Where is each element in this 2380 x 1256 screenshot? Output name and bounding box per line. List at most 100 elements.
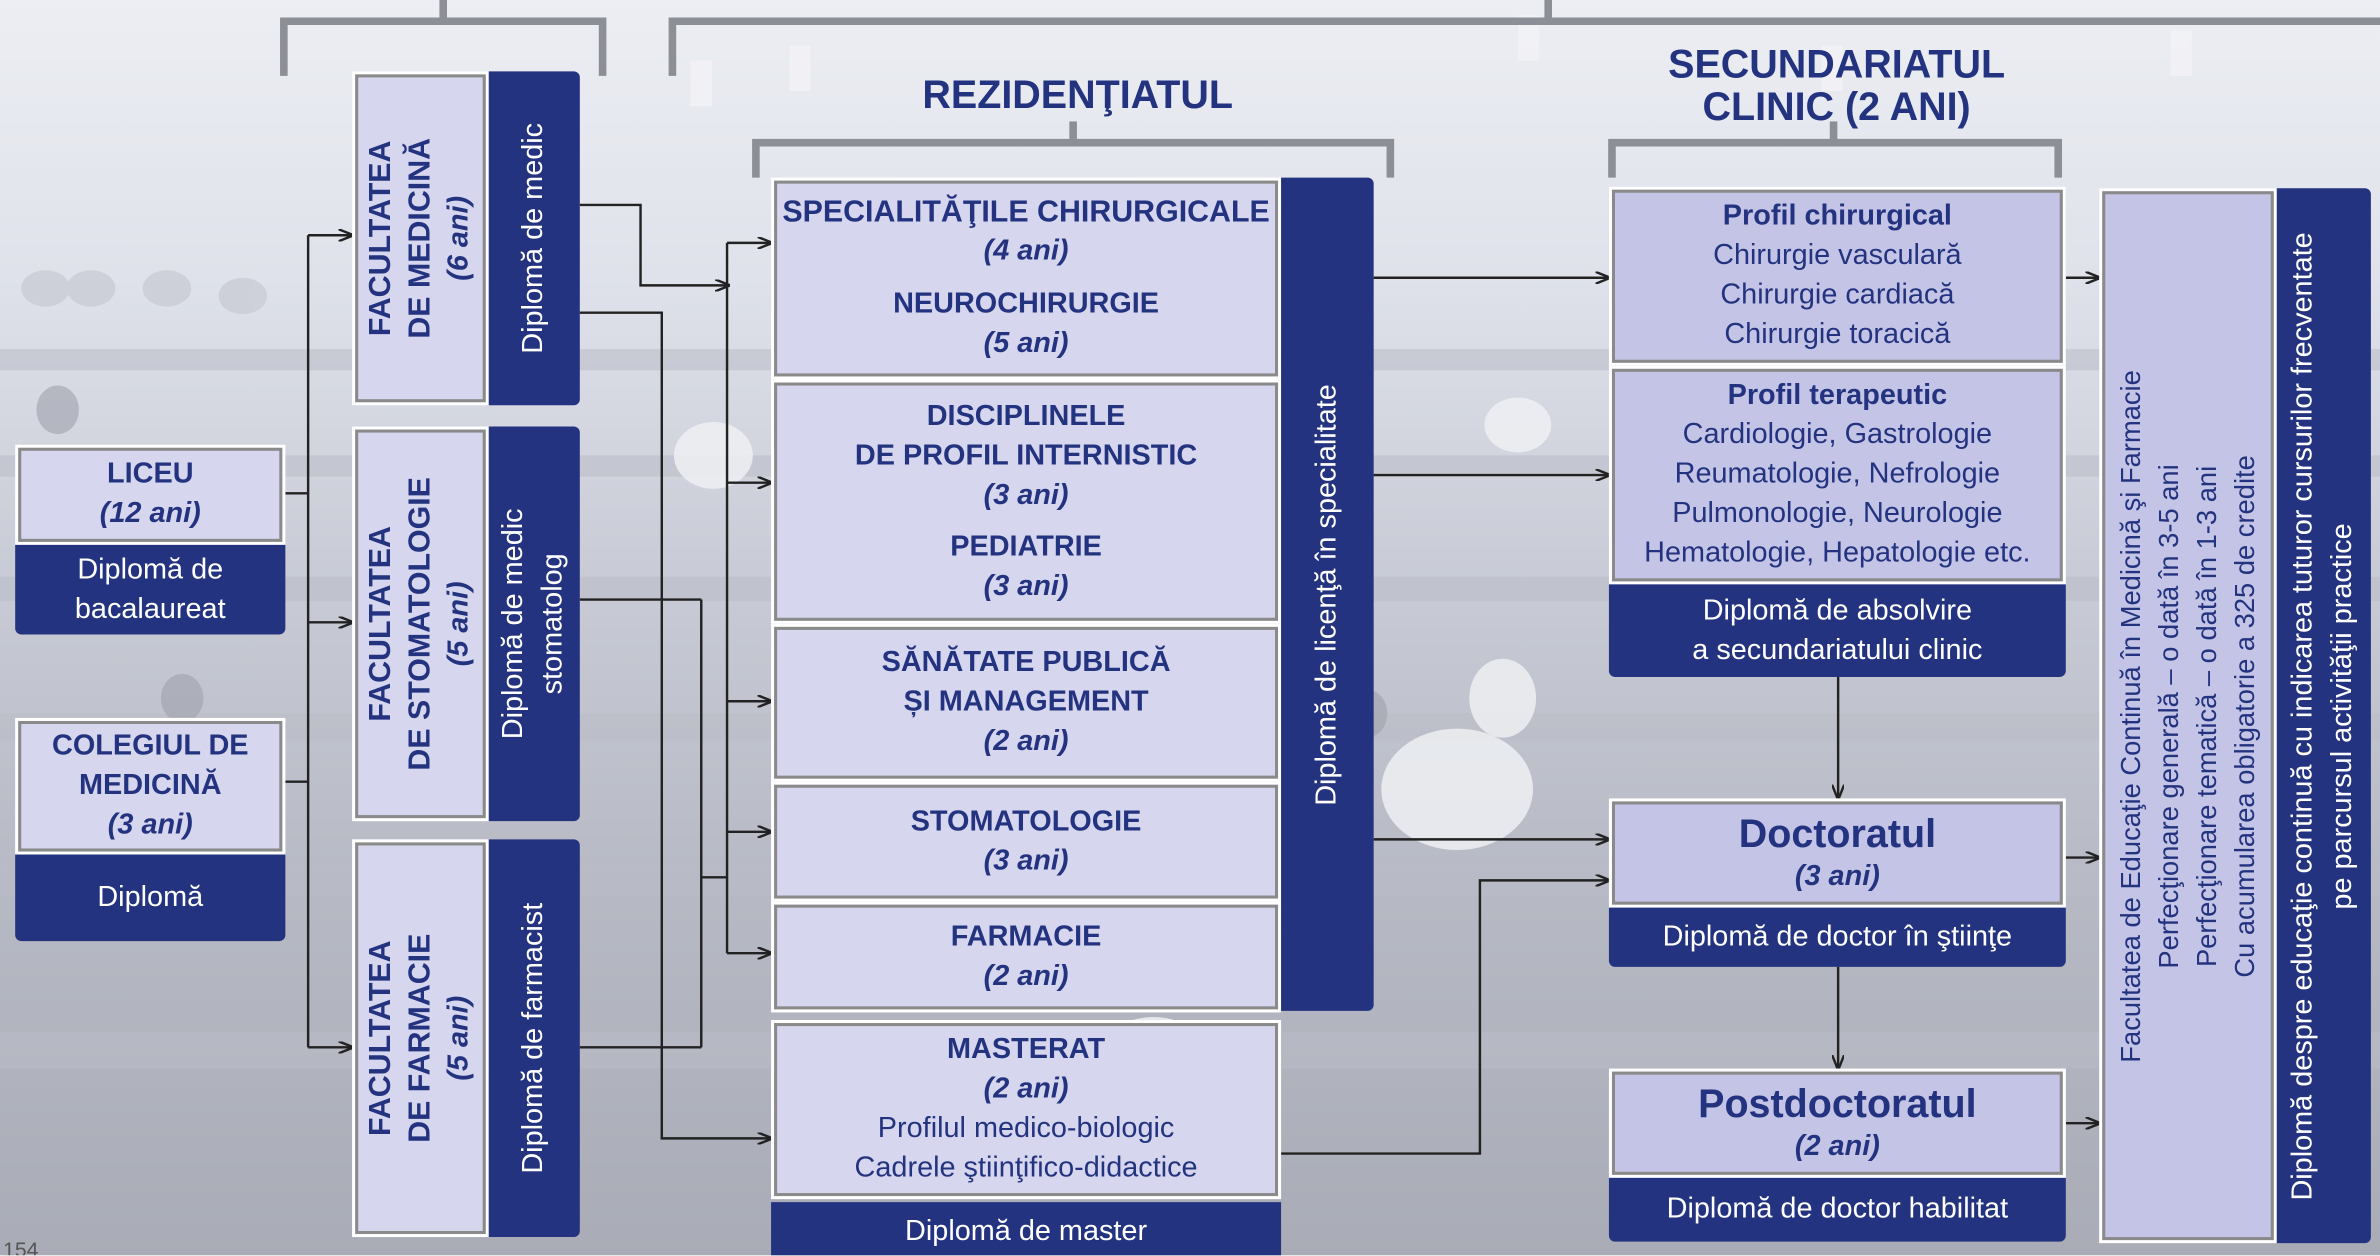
diploma-licenta-bar: Diplomă de licenţă în specialitate: [1281, 177, 1374, 1011]
colegiu-diploma: Diplomă: [15, 854, 286, 942]
diploma-doctor-label: Diplomă de doctor în ştiinţe: [1662, 920, 2013, 953]
diploma-habilitat: Diplomă de doctor habilitat: [1608, 1177, 2066, 1242]
facultatea-stomatologie-label: FACULTATEA DE STOMATOLOGIE (5 ani): [361, 477, 479, 770]
liceu-diploma-line1: Diplomă de: [77, 553, 224, 586]
facultatea-medicina-duration: (6 ani): [443, 195, 476, 281]
diploma-master-label: Diplomă de master: [905, 1215, 1148, 1248]
rezidentiat-internistic: DISCIPLINELE DE PROFIL INTERNISTIC (3 an…: [771, 379, 1282, 624]
colegiu-box: COLEGIUL DE MEDICINĂ (3 ani): [15, 717, 286, 855]
liceu-title: LICEU: [107, 458, 194, 491]
farmacie-title: FARMACIE: [950, 920, 1102, 953]
internistic-title-line1: DISCIPLINELE: [926, 399, 1126, 432]
rezidentiat-sanatate: SĂNĂTATE PUBLICĂ ȘI MANAGEMENT (2 ani): [771, 623, 1282, 782]
doctorat-title: Doctoratul: [1738, 810, 1937, 857]
stomatologie-duration: (3 ani): [983, 844, 1069, 877]
liceu-box: LICEU (12 ani): [15, 444, 286, 545]
diploma-doctor: Diplomă de doctor în ştiinţe: [1608, 907, 2066, 967]
profil-chirurgical-box: Profil chirurgical Chirurgie vasculară C…: [1608, 186, 2066, 366]
header-secundariat: SECUNDARIATUL CLINIC (2 ANI): [1609, 43, 2064, 128]
rezidentiat-stomatologie: STOMATOLOGIE (3 ani): [771, 781, 1282, 902]
sanatate-title-line2: ȘI MANAGEMENT: [903, 686, 1149, 718]
facultatea-medicina-line2: DE MEDICINĂ: [403, 137, 438, 339]
educatie-continua-box: Facultatea de Educaţie Continuă în Medic…: [2099, 188, 2277, 1244]
farmacie-duration: (2 ani): [983, 960, 1069, 992]
terapeutic-item: Pulmonologie, Neurologie: [1672, 497, 2003, 530]
pediatrie-title: PEDIATRIE: [950, 530, 1102, 563]
facultatea-farmacie-line1: FACULTATEA: [364, 940, 398, 1137]
facultatea-stomatologie-line1: FACULTATEA: [364, 526, 398, 722]
chirurgical-item: Chirurgie vasculară: [1713, 239, 1962, 272]
educatie-continua-line3: Perfecţionare tematică – o dată în 1-3 a…: [2191, 465, 2222, 967]
profil-terapeutic-box: Profil terapeutic Cardiologie, Gastrolog…: [1608, 365, 2066, 585]
facultatea-stomatologie-line2: DE STOMATOLOGIE: [403, 477, 438, 771]
sanatate-title-line1: SĂNĂTATE PUBLICĂ: [881, 646, 1171, 679]
terapeutic-item: Hematologie, Hepatologie etc.: [1644, 537, 2031, 570]
page-number: 154: [3, 1237, 39, 1256]
diploma-medic-bar: Diplomă de medic: [488, 71, 580, 406]
diploma-secundariat-line2: a secundariatului clinic: [1692, 633, 1983, 666]
facultatea-stomatologie-box: FACULTATEA DE STOMATOLOGIE (5 ani): [352, 426, 489, 822]
diploma-stomatolog-label: Diplomă de medic stomatolog: [495, 508, 574, 739]
colegiu-title-line1: COLEGIUL DE: [51, 730, 249, 762]
chirurgical-item: Chirurgie cardiacă: [1720, 279, 1955, 312]
terapeutic-item: Cardiologie, Gastrologie: [1682, 418, 1993, 451]
masterat-line2: Cadrele ştiinţifico-didactice: [854, 1152, 1198, 1184]
diploma-licenta-label: Diplomă de licenţă în specialitate: [1310, 383, 1343, 806]
diploma-educatie-continua-line2: pe parcursul activităţii practice: [2326, 522, 2359, 909]
masterat-duration: (2 ani): [983, 1073, 1069, 1106]
liceu-duration: (12 ani): [99, 497, 201, 530]
educatie-continua-text: Facultatea de Educaţie Continuă în Medic…: [2112, 369, 2264, 1062]
profil-terapeutic-title: Profil terapeutic: [1727, 379, 1948, 412]
postdoctorat-duration: (2 ani): [1794, 1130, 1880, 1163]
diploma-farmacist-label: Diplomă de farmacist: [517, 902, 550, 1174]
chirurgical-item: Chirurgie toracică: [1724, 318, 1951, 351]
diploma-habilitat-label: Diplomă de doctor habilitat: [1666, 1193, 2009, 1225]
header-rezidentiat: REZIDENŢIATUL: [922, 71, 1233, 117]
facultatea-stomatologie-duration: (5 ani): [443, 581, 476, 667]
colegiu-duration: (3 ani): [107, 809, 193, 841]
stomatologie-title: STOMATOLOGIE: [910, 805, 1142, 838]
terapeutic-item: Reumatologie, Nefrologie: [1674, 458, 2001, 491]
masterat-line1: Profilul medico-biologic: [877, 1112, 1175, 1145]
colegiu-title-line2: MEDICINĂ: [78, 769, 222, 802]
diploma-secundariat: Diplomă de absolvire a secundariatului c…: [1608, 584, 2066, 677]
header-secundariat-line2: CLINIC (2 ANI): [1702, 83, 1971, 130]
diploma-educatie-continua-bar: Diplomă despre educaţie continuă cu indi…: [2276, 188, 2371, 1244]
educatie-continua-line1: Facultatea de Educaţie Continuă în Medic…: [2115, 369, 2146, 1062]
facultatea-farmacie-box: FACULTATEA DE FARMACIE (5 ani): [352, 839, 489, 1238]
rezidentiat-chirurgicale: SPECIALITĂŢILE CHIRURGICALE (4 ani) NEUR…: [771, 177, 1282, 380]
diploma-educatie-continua-line1: Diplomă despre educaţie continuă cu indi…: [2287, 231, 2320, 1200]
diploma-medic-label: Diplomă de medic: [517, 122, 550, 354]
facultatea-farmacie-duration: (5 ani): [443, 995, 476, 1081]
facultatea-farmacie-line2: DE FARMACIE: [403, 933, 438, 1143]
liceu-diploma-line2: bacalaureat: [74, 592, 226, 625]
chirurgicale-duration: (4 ani): [983, 235, 1069, 268]
postdoctorat-box: Postdoctoratul (2 ani): [1608, 1068, 2066, 1178]
diploma-educatie-continua-label: Diplomă despre educaţie continuă cu indi…: [2284, 232, 2363, 1200]
educatie-continua-line2: Perfecţionare generală – o dată în 3-5 a…: [2153, 463, 2184, 968]
doctorat-box: Doctoratul (3 ani): [1608, 798, 2066, 908]
neurochirurgie-title: NEUROCHIRURGIE: [893, 288, 1160, 321]
diploma-stomatolog-line1: Diplomă de medic: [497, 508, 530, 740]
liceu-diploma: Diplomă de bacalaureat: [15, 544, 286, 635]
internistic-title-line2: DE PROFIL INTERNISTIC: [854, 439, 1198, 472]
facultatea-medicina-label: FACULTATEA DE MEDICINĂ (6 ani): [361, 138, 479, 339]
diploma-stomatolog-bar: Diplomă de medic stomatolog: [488, 426, 580, 822]
educatie-continua-line4: Cu acumularea obligatorie a 325 de credi…: [2228, 454, 2260, 977]
rezidentiat-farmacie: FARMACIE (2 ani): [771, 901, 1282, 1013]
diploma-secundariat-line1: Diplomă de absolvire: [1702, 594, 1973, 627]
sanatate-duration: (2 ani): [983, 725, 1069, 758]
facultatea-medicina-box: FACULTATEA DE MEDICINĂ (6 ani): [352, 71, 489, 406]
internistic-duration: (3 ani): [983, 478, 1069, 511]
header-secundariat-line1: SECUNDARIATUL: [1668, 40, 2006, 87]
masterat-box: MASTERAT (2 ani) Profilul medico-biologi…: [771, 1020, 1282, 1200]
diploma-stomatolog-line2: stomatolog: [537, 553, 570, 695]
chirurgicale-title: SPECIALITĂŢILE CHIRURGICALE: [782, 195, 1270, 230]
postdoctorat-title: Postdoctoratul: [1698, 1080, 1977, 1127]
masterat-title: MASTERAT: [947, 1033, 1106, 1066]
colegiu-diploma-label: Diplomă: [97, 881, 204, 913]
pediatrie-duration: (3 ani): [983, 569, 1069, 602]
diploma-master: Diplomă de master: [771, 1202, 1282, 1256]
